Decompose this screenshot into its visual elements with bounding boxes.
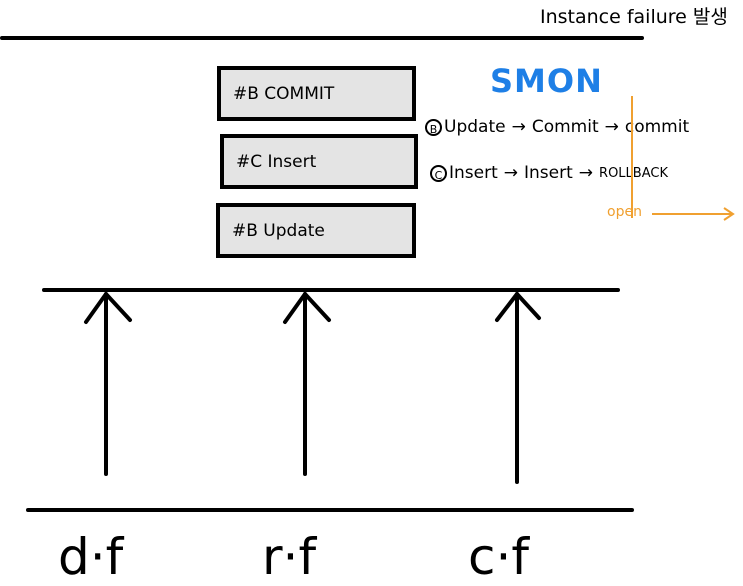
marker-c-icon: C bbox=[430, 164, 447, 182]
arrow-right-icon: → bbox=[604, 117, 619, 137]
row-b-result: commit bbox=[624, 117, 690, 137]
transaction-box-c-insert: #C Insert bbox=[220, 134, 418, 189]
arrow-right-icon: → bbox=[578, 163, 594, 183]
transaction-box-b-commit: #B COMMIT bbox=[217, 66, 416, 121]
arrow-up-icon-rf bbox=[283, 292, 331, 476]
row-c-step1: Insert bbox=[449, 163, 498, 183]
arrow-up-icon-df bbox=[84, 292, 132, 476]
datafile-label: d·f bbox=[58, 528, 124, 586]
marker-b-icon: B bbox=[425, 118, 442, 136]
header-title: Instance failure 발생 bbox=[540, 6, 728, 28]
redofile-label: r·f bbox=[262, 528, 317, 586]
smon-row-b: B Update → Commit → commit bbox=[425, 117, 689, 137]
arrow-right-icon: → bbox=[503, 163, 519, 183]
open-arrow-head-icon bbox=[723, 207, 735, 221]
smon-row-c: C Insert → Insert → ROLLBACK bbox=[430, 163, 668, 183]
row-c-result: ROLLBACK bbox=[599, 165, 668, 181]
row-b-step1: Update bbox=[444, 117, 506, 137]
row-b-step2: Commit bbox=[531, 117, 599, 137]
bottom-divider bbox=[26, 508, 634, 512]
arrow-up-icon-cf bbox=[495, 292, 541, 484]
arrow-right-icon: → bbox=[511, 117, 526, 137]
controlfile-label: c·f bbox=[468, 528, 529, 586]
top-divider bbox=[0, 36, 644, 40]
open-label: open bbox=[607, 204, 642, 220]
smon-title: SMON bbox=[490, 62, 603, 100]
row-c-step2: Insert bbox=[524, 163, 573, 183]
transaction-box-b-update: #B Update bbox=[216, 203, 416, 258]
mid-divider bbox=[42, 288, 620, 292]
